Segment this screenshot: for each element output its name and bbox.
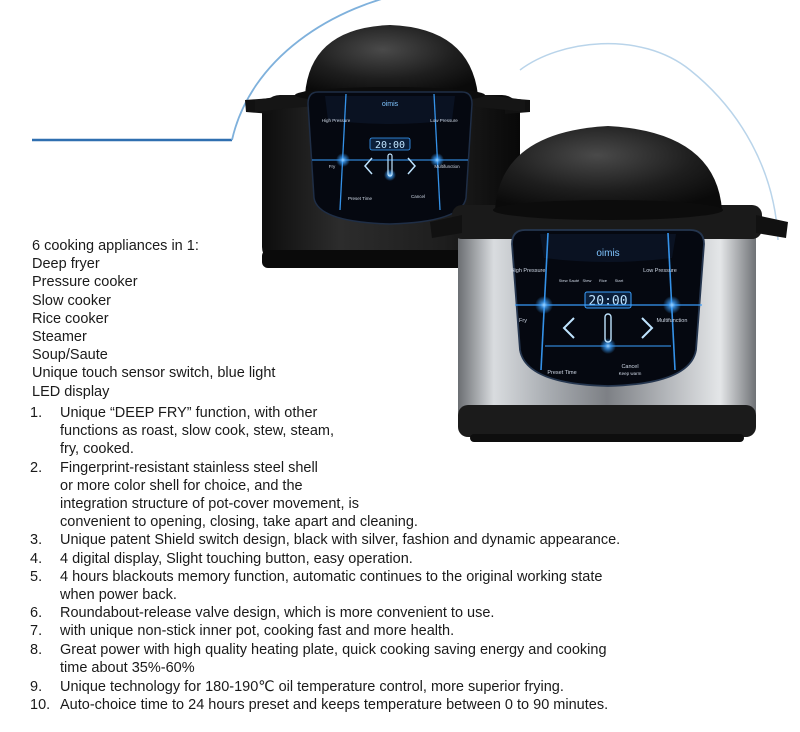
back-multifunction: Multifunction: [434, 164, 460, 169]
front-arc: [519, 43, 779, 241]
feature-line: Great power with high quality heating pl…: [60, 641, 607, 658]
feature-number: 1.: [30, 405, 43, 421]
intro-line: Steamer: [32, 329, 87, 346]
intro-line: 6 cooking appliances in 1:: [32, 238, 199, 254]
intro-list: 6 cooking appliances in 1: Deep fryer Pr…: [32, 237, 275, 401]
feature-item: 8. Great power with high quality heating…: [30, 641, 770, 677]
intro-line: Rice cooker: [32, 310, 109, 327]
front-brand: oimis: [596, 248, 619, 259]
feature-line: time about 35%-60%: [60, 659, 195, 676]
front-top-icon-2: Stew: [583, 278, 592, 283]
feature-line: Unique patent Shield switch design, blac…: [60, 532, 621, 549]
back-preset-time: Preset Time: [348, 196, 373, 201]
back-cancel: Cancel: [411, 194, 425, 199]
feature-item: 9. Unique technology for 180-190℃ oil te…: [30, 678, 770, 696]
feature-line: 4 digital display, Slight touching butto…: [60, 550, 413, 567]
steel-cooker-front: oimis 20:00 Stew Sauté Stew Rice Start H…: [430, 126, 788, 442]
intro-line: LED display: [32, 383, 110, 400]
front-fry: Fry: [519, 318, 527, 324]
front-multifunction: Multifunction: [657, 318, 688, 324]
feature-list: 1. Unique “DEEP FRY” function, with othe…: [30, 404, 770, 714]
feature-item: 6. Roundabout-release valve design, whic…: [30, 604, 770, 622]
intro-line: Unique touch sensor switch, blue light: [32, 365, 276, 382]
front-display: 20:00: [588, 294, 627, 309]
feature-line: when power back.: [60, 587, 177, 604]
front-top-icon-1: Stew Sauté: [559, 278, 580, 283]
feature-line: Auto-choice time to 24 hours preset and …: [60, 697, 609, 714]
feature-line: integration structure of pot-cover movem…: [60, 496, 359, 513]
feature-number: 6.: [30, 605, 43, 622]
front-low-pressure: Low Pressure: [643, 268, 677, 274]
feature-number: 8.: [30, 641, 43, 658]
feature-line: Unique “DEEP FRY” function, with other: [60, 405, 318, 421]
back-fry: Fry: [329, 164, 336, 169]
feature-line: or more color shell for choice, and the: [60, 477, 303, 494]
feature-number: 2.: [30, 459, 43, 476]
feature-item: 1. Unique “DEEP FRY” function, with othe…: [30, 404, 770, 459]
back-brand: oimis: [382, 101, 399, 108]
back-low-pressure: Low Pressure: [430, 118, 458, 123]
feature-line: Roundabout-release valve design, which i…: [60, 605, 495, 622]
front-top-icon-3: Rice: [599, 278, 608, 283]
front-cancel: Cancel: [621, 364, 638, 370]
feature-number: 9.: [30, 679, 43, 696]
feature-line: functions as roast, slow cook, stew, ste…: [60, 423, 335, 440]
back-arc: [231, 0, 382, 141]
feature-number: 4.: [30, 550, 43, 567]
feature-item: 2. Fingerprint-resistant stainless steel…: [30, 459, 770, 532]
feature-number: 7.: [30, 623, 43, 640]
feature-line: 4 hours blackouts memory function, autom…: [60, 568, 603, 585]
front-top-icon-4: Start: [615, 278, 624, 283]
intro-line: Deep fryer: [32, 256, 100, 273]
feature-number: 3.: [30, 532, 43, 549]
feature-line: fry, cooked.: [60, 441, 134, 458]
feature-line: Fingerprint-resistant stainless steel sh…: [60, 459, 318, 476]
feature-item: 3. Unique patent Shield switch design, b…: [30, 531, 770, 549]
pressure-cooker-illustration: oimis 20:00 High Pressure Low Pressure F…: [245, 25, 788, 442]
feature-line: Unique technology for 180-190℃ oil tempe…: [60, 679, 564, 696]
feature-item: 10. Auto-choice time to 24 hours preset …: [30, 696, 770, 714]
feature-number: 5.: [30, 568, 43, 585]
feature-item: 7. with unique non-stick inner pot, cook…: [30, 622, 770, 640]
front-high-pressure: High Pressure: [511, 268, 546, 274]
feature-number: 10.: [30, 697, 51, 714]
intro-line: Pressure cooker: [32, 274, 138, 291]
back-high-pressure: High Pressure: [322, 118, 351, 123]
intro-line: Soup/Saute: [32, 347, 108, 364]
feature-item: 5. 4 hours blackouts memory function, au…: [30, 568, 770, 604]
feature-line: convenient to opening, closing, take apa…: [60, 514, 418, 531]
back-display: 20:00: [375, 140, 405, 151]
front-keep-warm: Keep warm: [619, 371, 642, 376]
intro-line: Slow cooker: [32, 292, 111, 309]
feature-item: 4. 4 digital display, Slight touching bu…: [30, 550, 770, 568]
front-preset-time: Preset Time: [547, 370, 576, 376]
feature-line: with unique non-stick inner pot, cooking…: [60, 623, 455, 640]
